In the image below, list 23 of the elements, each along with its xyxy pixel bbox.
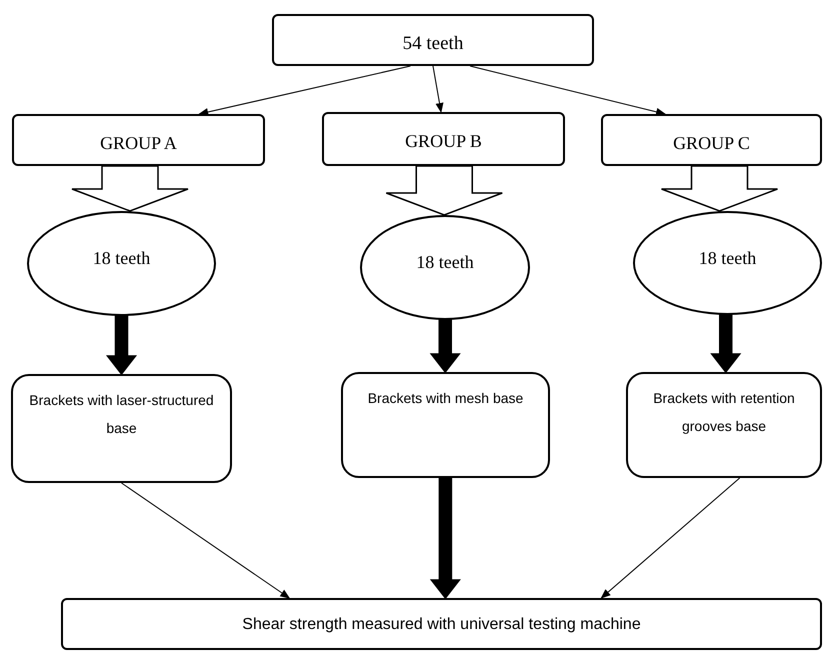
block-arrow	[71, 165, 189, 212]
sample-ellipse: 18 teeth	[360, 215, 530, 320]
block-arrow	[430, 319, 461, 374]
result-box: Shear strength measured with universal testing machine	[61, 598, 822, 650]
arrow	[600, 478, 740, 599]
process-box: Brackets with laser-structured base	[11, 374, 232, 483]
group-box: GROUP A	[12, 114, 265, 166]
group-box: GROUP B	[322, 112, 565, 166]
arrow	[198, 66, 411, 116]
arrow	[432, 66, 444, 113]
arrow	[470, 66, 666, 116]
process-box: 54 teeth	[272, 14, 594, 66]
block-arrow	[660, 165, 778, 212]
block-arrow	[430, 477, 461, 600]
process-box: Brackets with retention grooves base	[626, 372, 822, 478]
sample-ellipse: 18 teeth	[27, 211, 216, 316]
group-box: GROUP C	[601, 114, 822, 166]
arrow	[121, 482, 290, 599]
sample-ellipse: 18 teeth	[633, 211, 822, 315]
block-arrow	[710, 314, 742, 374]
block-arrow	[386, 165, 503, 216]
process-box: Brackets with mesh base	[341, 372, 550, 478]
block-arrow	[106, 315, 138, 376]
